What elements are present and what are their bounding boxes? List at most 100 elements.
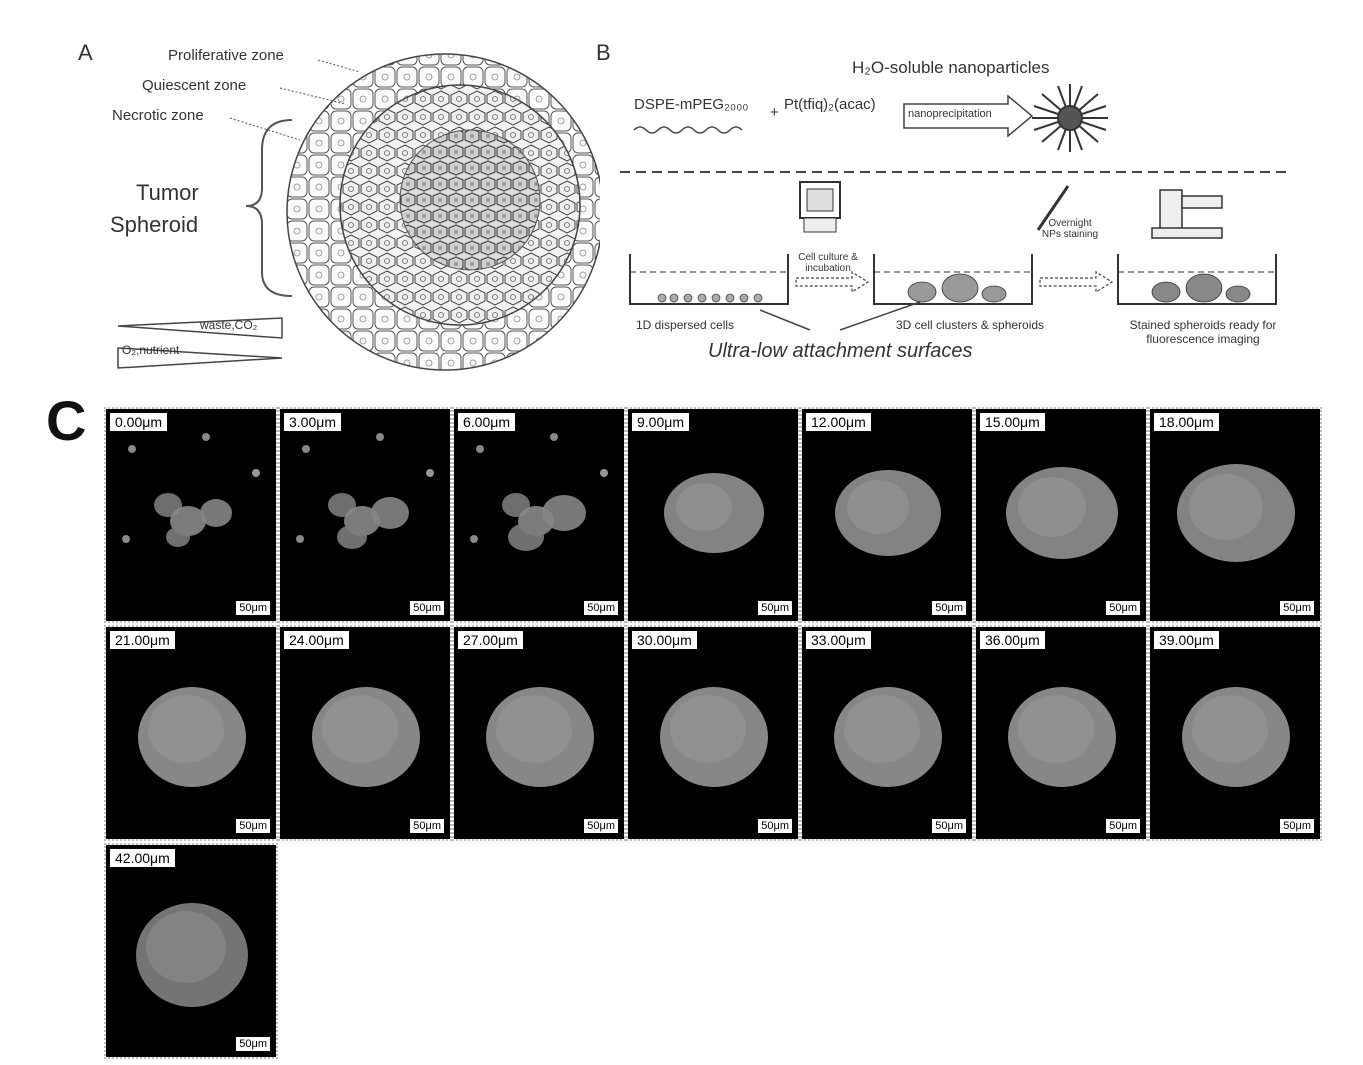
nanoprecipitation-label: nanoprecipitation [908, 108, 992, 120]
dspe-chain-squiggle [634, 127, 742, 133]
cell-blob [371, 497, 409, 529]
cell-blob [146, 911, 226, 983]
scale-bar-label: 50μm [410, 601, 444, 615]
scale-bar-label: 50μm [410, 819, 444, 833]
frame-timestamp: 6.00μm [458, 413, 515, 431]
tumor-spheroid-brace [246, 120, 292, 296]
necrotic-zone-label: Necrotic zone [112, 107, 204, 124]
panel-c-letter: C [46, 388, 86, 453]
overnight-label: Overnight NPs staining [1040, 218, 1100, 240]
cell-blob [670, 695, 746, 763]
scale-bar-label: 50μm [932, 819, 966, 833]
timelapse-frame: 42.00μm50μm [106, 845, 276, 1057]
scale-bar-label: 50μm [1106, 601, 1140, 615]
frame-image [628, 627, 798, 839]
timelapse-frame: 12.00μm50μm [802, 409, 972, 621]
nutrient-label: O₂,nutrient [122, 343, 179, 357]
frame-timestamp: 36.00μm [980, 631, 1045, 649]
nanoparticle-star [1032, 84, 1108, 152]
frame-timestamp: 33.00μm [806, 631, 871, 649]
frame-image [454, 409, 624, 621]
tumor-spheroid-diagram [0, 0, 600, 380]
cell-blob [476, 445, 484, 453]
cell-blob [508, 523, 544, 551]
timelapse-frame: 39.00μm50μm [1150, 627, 1320, 839]
cell-culture-label: Cell culture & incubation [798, 252, 858, 274]
frame-image [106, 409, 276, 621]
frame-timestamp: 0.00μm [110, 413, 167, 431]
scale-bar-label: 50μm [584, 819, 618, 833]
timelapse-frame: 9.00μm 50μm [628, 409, 798, 621]
scale-bar-label: 50μm [236, 819, 270, 833]
spheroid-label: Spheroid [110, 212, 198, 238]
scale-bar-label: 50μm [1280, 819, 1314, 833]
frame-image [802, 627, 972, 839]
cell-blob [122, 535, 130, 543]
timelapse-frame: 36.00μm 50μm [976, 627, 1146, 839]
cell-blob [200, 499, 232, 527]
cell-blob [202, 433, 210, 441]
cell-blob [470, 535, 478, 543]
cell-blob [1192, 695, 1268, 763]
frame-image [976, 409, 1146, 621]
timelapse-grid: 0.00μm50μm3.00μm50μm6.00μm50μm9.00μm50μm… [106, 409, 1318, 1057]
cell-blob [296, 535, 304, 543]
cell-blob [426, 469, 434, 477]
cell-blob [128, 445, 136, 453]
cell-blob [496, 695, 572, 763]
stained-spheroids [1152, 274, 1250, 302]
incubator-icon [800, 182, 840, 232]
timelapse-frame: 24.00μm50μm [280, 627, 450, 839]
frame-image [280, 627, 450, 839]
microscope-icon [1152, 190, 1222, 238]
frame-image [1150, 409, 1320, 621]
scale-bar-label: 50μm [584, 601, 618, 615]
frame-timestamp: 15.00μm [980, 413, 1045, 431]
cell-blob [337, 525, 367, 549]
cell-blob [542, 495, 586, 531]
frame-timestamp: 9.00μm [632, 413, 689, 431]
frame-image [106, 845, 276, 1057]
timelapse-frame: 6.00μm 50μm [454, 409, 624, 621]
scale-bar-label: 50μm [932, 601, 966, 615]
frame-timestamp: 30.00μm [632, 631, 697, 649]
clusters-label: 3D cell clusters & spheroids [896, 318, 1044, 332]
scale-bar-label: 50μm [1280, 601, 1314, 615]
cell-blob [1189, 474, 1263, 540]
cell-blob [847, 480, 909, 534]
timelapse-frame: 0.00μm 50μm [106, 409, 276, 621]
dspe-label: DSPE-mPEG₂₀₀₀ [634, 96, 749, 113]
frame-image [802, 409, 972, 621]
frame-timestamp: 27.00μm [458, 631, 523, 649]
necrotic-zone-shape [400, 130, 540, 270]
well-1 [630, 254, 788, 304]
cell-blob [676, 483, 732, 531]
timelapse-frame: 33.00μm 50μm [802, 627, 972, 839]
dispersed-cells [658, 294, 762, 302]
stained-spheroids-label: Stained spheroids ready for fluorescence… [1118, 318, 1288, 346]
cell-blob [148, 695, 224, 763]
proliferative-zone-label: Proliferative zone [168, 47, 284, 64]
scale-bar-label: 50μm [758, 601, 792, 615]
cell-blob [322, 695, 398, 763]
surface-pointer-1 [760, 310, 810, 330]
frame-image [106, 627, 276, 839]
step-arrow-2 [1040, 272, 1112, 292]
cell-blob [1018, 695, 1094, 763]
cell-clusters [908, 274, 1006, 302]
scale-bar-label: 50μm [1106, 819, 1140, 833]
timelapse-frame: 15.00μm 50μm [976, 409, 1146, 621]
cell-blob [252, 469, 260, 477]
step-arrow-1 [796, 272, 868, 292]
frame-image [976, 627, 1146, 839]
scale-bar-label: 50μm [236, 601, 270, 615]
frame-timestamp: 42.00μm [110, 849, 175, 867]
scale-bar-label: 50μm [758, 819, 792, 833]
plus-label: + [770, 104, 779, 121]
cell-blob [302, 445, 310, 453]
cell-blob [600, 469, 608, 477]
frame-image [454, 627, 624, 839]
tumor-label: Tumor [136, 180, 199, 206]
dispersed-cells-label: 1D dispersed cells [636, 318, 734, 332]
surfaces-label: Ultra-low attachment surfaces [708, 340, 973, 363]
